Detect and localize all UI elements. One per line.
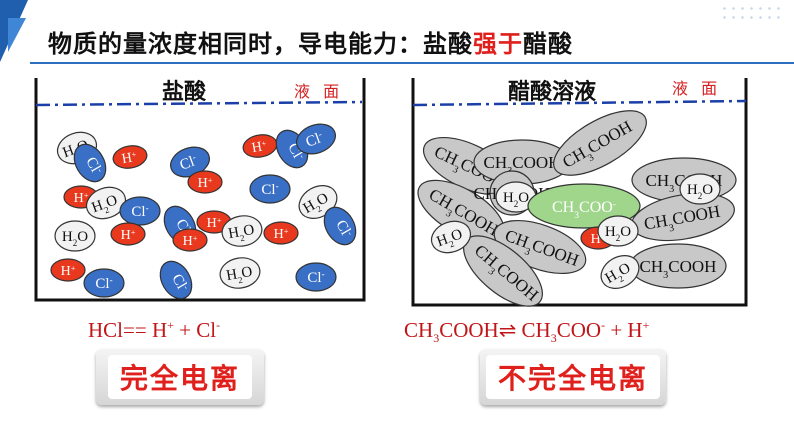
water-molecule	[597, 215, 639, 247]
acetate-label: CH3COO-	[552, 199, 616, 221]
cl-ion-label: Cl-	[95, 275, 112, 292]
eq-sup: -	[601, 318, 606, 332]
water-molecule	[54, 220, 96, 252]
water-label: H2O	[503, 190, 529, 209]
right-beaker-wall	[411, 78, 748, 307]
title-text: 物质的量浓度相同时，导电能力：盐酸	[48, 30, 473, 58]
cl-ion-label: Cl-	[303, 129, 325, 151]
eq-part: COO	[556, 318, 602, 342]
h-ion	[172, 228, 208, 252]
h-ion-label: H+	[121, 228, 136, 244]
water-label: H2O	[225, 264, 254, 287]
cl-ion-label: Cl-	[307, 269, 324, 286]
cl-ion	[249, 174, 291, 204]
h-ion-label: H+	[198, 176, 213, 192]
left-beaker-wall	[34, 78, 366, 302]
title-text-end: 醋酸	[523, 30, 573, 58]
right-badge: 不完全电离	[480, 349, 666, 405]
h-ion-label: H+	[207, 216, 222, 232]
cl-ion	[295, 262, 337, 292]
left-badge: 完全电离	[96, 349, 264, 405]
water-molecule	[679, 173, 721, 205]
water-molecule	[219, 257, 261, 289]
cl-ion	[323, 206, 357, 246]
right-beaker-title: 醋酸溶液	[508, 80, 597, 105]
water-molecule	[221, 215, 263, 247]
h-ion	[263, 221, 299, 245]
h-ion-label: H+	[274, 227, 289, 243]
ch3cooh-label: CH3COOH	[484, 153, 561, 177]
h-ion-label: H+	[121, 149, 139, 167]
eq-part: HCl== H	[88, 318, 168, 342]
cl-ion	[296, 123, 336, 155]
left-beaker	[34, 78, 366, 302]
eq-sup: +	[167, 318, 174, 332]
header-bar: 物质的量浓度相同时，导电能力：盐酸强于醋酸	[0, 0, 794, 62]
water-label: H2O	[435, 226, 466, 253]
cl-ion-label: Cl-	[177, 152, 199, 174]
water-molecule	[85, 186, 127, 220]
eq-part: COOH⇌ CH	[439, 318, 551, 342]
cl-ion-label: Cl-	[131, 203, 148, 220]
h-ion	[50, 258, 86, 282]
right-equation: CH3COOH⇌ CH3COO- + H+	[404, 318, 649, 346]
cl-ion	[159, 260, 193, 300]
water-label: H2O	[605, 224, 631, 243]
decorative-dots	[720, 4, 780, 24]
water-label: H2O	[90, 192, 121, 219]
eq-part: CH	[404, 318, 434, 342]
cl-ion-label: Cl-	[82, 154, 105, 177]
header-divider	[30, 62, 794, 64]
eq-part: + H	[605, 318, 643, 342]
eq-sup: +	[642, 318, 650, 332]
left-beaker-title: 盐酸	[162, 80, 207, 105]
page-title: 物质的量浓度相同时，导电能力：盐酸强于醋酸	[48, 24, 573, 59]
eq-sub: 3	[550, 331, 557, 346]
cl-ion	[119, 196, 161, 226]
left-liquid-surface	[35, 100, 363, 107]
right-liquid-surface	[412, 99, 747, 107]
h-ion	[112, 145, 148, 169]
cl-ion	[73, 143, 107, 183]
cl-ion-label: Cl-	[332, 217, 355, 240]
left-badge-text: 完全电离	[107, 355, 252, 399]
header-corner-accent-inner	[8, 18, 26, 52]
ch3cooh-label: CH3COOH	[640, 257, 717, 281]
water-label: H2O	[62, 229, 88, 248]
eq-sup: -	[216, 318, 221, 332]
left-equation: HCl== H+ + Cl-	[88, 318, 220, 343]
eq-sub: 3	[433, 331, 440, 346]
title-highlight: 强于	[473, 30, 523, 58]
water-label: H2O	[687, 182, 713, 201]
right-badge-text: 不完全电离	[485, 355, 660, 399]
h-ion	[110, 222, 146, 246]
eq-part: + Cl	[173, 318, 217, 342]
cl-ion-label: Cl-	[261, 181, 278, 198]
cl-ion	[83, 268, 125, 298]
right-surface-label: 液 面	[672, 79, 722, 98]
h-ion	[187, 170, 223, 194]
left-surface-label: 液 面	[294, 82, 344, 101]
water-molecule	[430, 220, 472, 254]
water-molecule	[600, 255, 640, 289]
h-ion-label: H+	[183, 234, 198, 250]
cl-ion-label: Cl-	[168, 271, 191, 294]
h-ion-label: H+	[74, 191, 89, 207]
h-ion-label: H+	[61, 264, 76, 280]
ch3cooh-molecule	[553, 110, 647, 176]
right-beaker	[411, 78, 748, 307]
water-label: H2O	[227, 222, 256, 245]
h-ion-label: H+	[251, 138, 269, 156]
